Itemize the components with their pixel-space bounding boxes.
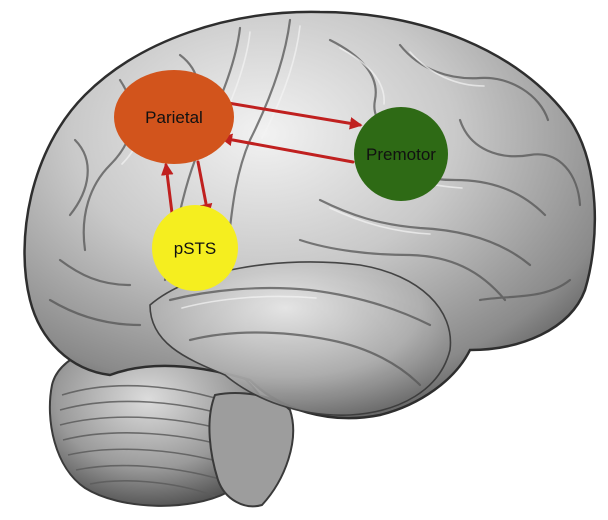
node-premotor-label: Premotor	[366, 145, 436, 164]
cerebral-cortex	[25, 12, 595, 418]
node-premotor: Premotor	[354, 107, 448, 201]
node-psts-label: pSTS	[174, 239, 217, 258]
brainstem	[209, 393, 293, 506]
node-psts: pSTS	[152, 205, 238, 291]
node-parietal: Parietal	[114, 70, 234, 164]
node-parietal-label: Parietal	[145, 108, 203, 127]
